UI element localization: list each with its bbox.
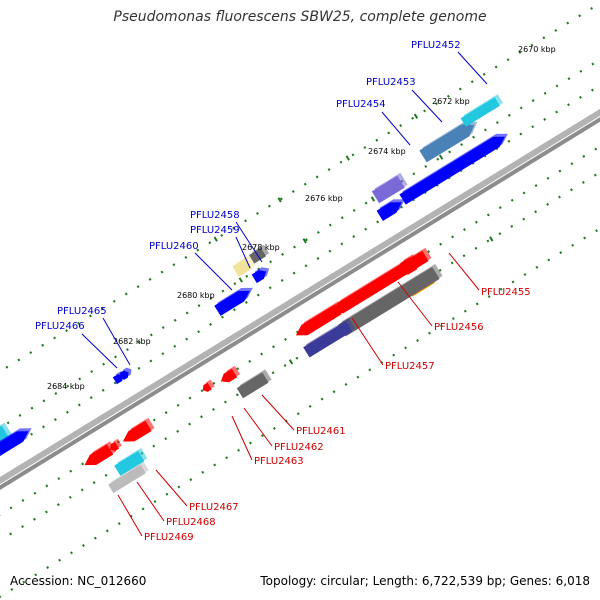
kbp-label: 2676 kbp [305,194,343,203]
gene-PFLU2469 [108,464,146,494]
forward-leader-line [235,221,263,263]
forward-gene-label: PFLU2454 [336,99,386,110]
gene-PFLU2465 [112,374,124,385]
reverse-leader-line [397,281,433,327]
gene-PFLU2468 [114,451,145,476]
genome-backbone [0,108,600,485]
gene-PFLU2467b [110,441,119,452]
tick-mark [302,238,307,244]
reverse-gene-label: PFLU2462 [274,442,324,453]
gene-PFLU2466 [119,370,129,380]
gene-PFLU2454b [371,175,405,204]
reverse-gene-label: PFLU2468 [166,517,216,528]
gene-PFLU2456 [331,250,429,314]
gene-PFLU2460 [214,290,250,316]
reverse-gene-label: PFLU2469 [144,532,194,543]
reverse-leader-line [136,481,165,522]
forward-gene-label: PFLU2459 [190,225,240,236]
gene-PFLU2456b [338,267,440,337]
reverse-leader-line [243,407,273,447]
reverse-leader-line [117,494,143,537]
tick-mark [238,277,243,283]
reverse-gene-label: PFLU2463 [254,456,304,467]
forward-leader-line [194,252,233,291]
gene-blue-left [0,431,29,456]
reverse-gene-label: PFLU2455 [481,287,531,298]
forward-gene-label: PFLU2453 [366,77,416,88]
forward-gene-label: PFLU2466 [35,321,85,332]
forward-leader-line [457,51,488,85]
reverse-gene-label: PFLU2457 [385,361,435,372]
genome-backbone [0,117,600,490]
reverse-gene-label: PFLU2456 [434,322,484,333]
kbp-label: 2672 kbp [432,97,470,106]
gene-PFLU2462 [236,372,269,399]
forward-leader-line [102,317,131,366]
map-title: Pseudomonas fluorescens SBW25, complete … [113,9,487,25]
kbp-label: 2680 kbp [177,291,215,300]
forward-gene-label: PFLU2452 [411,40,461,51]
guide-line [0,84,600,455]
gene-PFLU2453 [399,136,505,205]
reverse-leader-line [351,317,384,366]
guide-line [0,227,600,599]
reverse-leader-line [448,252,480,291]
reverse-leader-line [155,469,188,507]
tick-mark [370,196,376,202]
guide-line [0,170,600,542]
forward-gene-label: PFLU2465 [57,306,107,317]
gene-PFLU2452 [419,124,475,163]
reverse-gene-label: PFLU2461 [296,426,346,437]
gene-PFLU2452-cap [460,97,500,127]
reverse-gene-label: PFLU2467 [189,502,239,513]
gene-PFLU2467a [84,444,114,466]
tick-mark [213,236,218,242]
kbp-label: 2670 kbp [518,45,556,54]
gene-PFLU2463 [202,382,212,392]
gene-PFLU2459b [251,270,267,284]
reverse-leader-line [261,394,295,431]
tick-mark [489,236,494,242]
kbp-label: 2682 kbp [113,337,151,346]
forward-leader-line [411,89,443,123]
tick-mark [438,154,444,160]
genome-summary: Topology: circular; Length: 6,722,539 bp… [260,574,590,588]
accession-label: Accession: NC_012660 [10,574,147,588]
forward-leader-line [235,236,251,269]
tick-mark [288,359,294,365]
forward-gene-label: PFLU2460 [149,241,199,252]
forward-leader-line [381,111,411,146]
gene-PFLU2467 [122,420,152,442]
kbp-label: 2674 kbp [368,147,406,156]
reverse-leader-line [231,415,253,461]
kbp-label: 2678 kbp [242,243,280,252]
gene-PFLU2461 [220,368,238,383]
forward-leader-line [81,333,118,369]
tick-mark [345,155,350,161]
forward-gene-label: PFLU2458 [190,210,240,221]
guide-line [0,145,600,516]
tick-mark [413,113,419,119]
gene-PFLU2457 [303,321,353,358]
guide-line [0,1,600,373]
gene-PFLU2454 [376,202,402,221]
guide-line [0,58,600,430]
tick-mark [277,197,282,203]
gene-PFLU2457a [295,304,342,336]
kbp-label: 2684 kbp [47,382,85,391]
